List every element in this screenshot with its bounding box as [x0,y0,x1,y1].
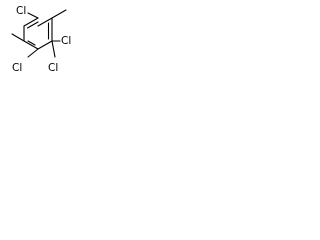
cl-label-bottom-right: Cl [48,62,58,74]
ring-bond-right-lower [37,40,53,50]
methyl-bond-left [11,33,25,42]
ring-bond-top-right [37,17,53,27]
bond-to-cl-top-left [27,12,39,19]
cl-label-top-left: Cl [16,5,26,17]
atom-labels: Cl Cl Cl Cl [12,5,71,74]
benzene-ring [23,17,53,50]
methyl-bond-top-right [51,9,67,19]
ring-bond-bottom-left [23,40,39,50]
cl-label-right: Cl [61,35,71,47]
double-bond-inner-top [26,21,39,29]
bond-to-cl-bottom-right [51,40,56,58]
ring-bond-top-left [23,17,39,27]
cl-label-bottom-left: Cl [12,62,22,74]
chemical-structure: Cl Cl Cl Cl [11,5,71,74]
substituent-bonds [11,9,67,58]
bond-to-cl-bottom-left [27,48,39,58]
double-bond-inner-bottom [27,40,36,46]
